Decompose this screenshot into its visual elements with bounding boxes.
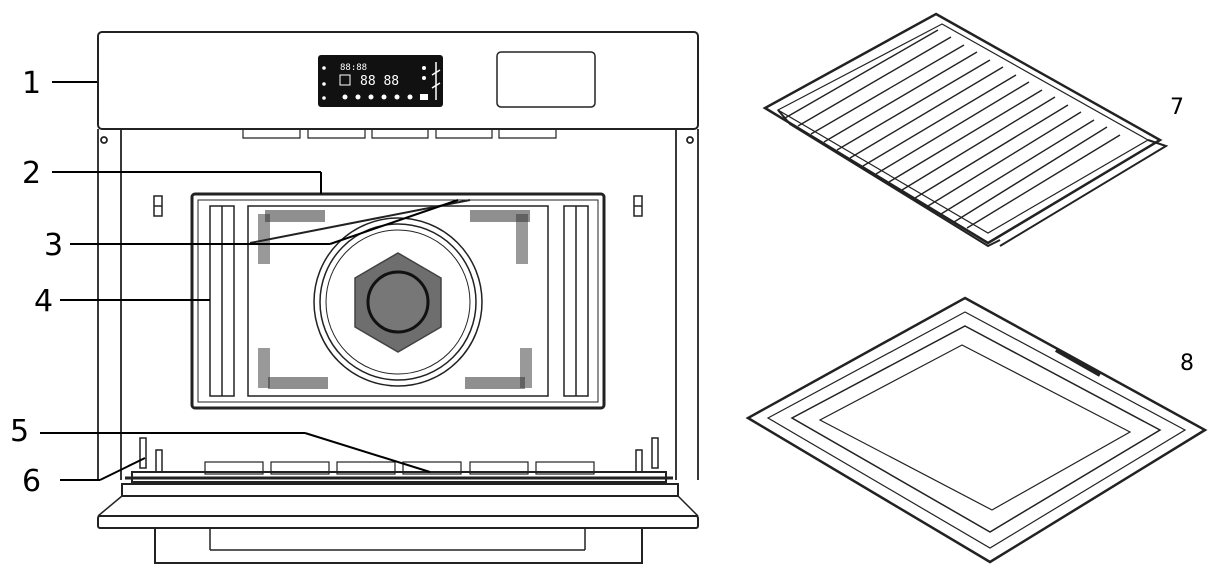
oven-frame [97,129,699,480]
side-rack-rails [209,205,589,397]
display-function-icons [322,66,428,100]
bottom-vent-slots [204,461,595,475]
control-panel [97,31,699,130]
callout-6: 6 [22,464,41,499]
display-digits: 88 88 [360,74,399,89]
display-knob-icon [431,62,441,100]
top-vent-slots [242,130,557,139]
callout-4: 4 [34,284,53,319]
rack-wires [784,29,1121,229]
oven-door-open [97,483,699,564]
oven-cavity [190,192,606,410]
callout-1: 1 [22,66,41,101]
oven-front-view: 88:88 88 88 [97,31,699,564]
callout-labels: 1 2 3 4 5 6 7 8 [10,66,1194,499]
cavity-vent-holes [258,210,532,389]
panel-window [496,51,596,108]
leader-lines [40,81,459,481]
convection-fan-cover [313,217,483,387]
door-latch-hooks [153,195,643,217]
callout-5: 5 [10,414,29,449]
display-mode-icon [339,74,351,86]
callout-7: 7 [1170,95,1184,120]
door-hinges [139,437,659,473]
callout-3: 3 [44,228,63,263]
display-time-readout: 88:88 [340,63,367,73]
display-screen [318,55,443,107]
callout-2: 2 [22,156,41,191]
baking-tray [745,296,1208,564]
wire-rack [762,12,1169,248]
display-module: 88:88 88 88 [318,55,443,107]
top-heating-element [249,199,471,244]
callout-8: 8 [1180,351,1194,376]
